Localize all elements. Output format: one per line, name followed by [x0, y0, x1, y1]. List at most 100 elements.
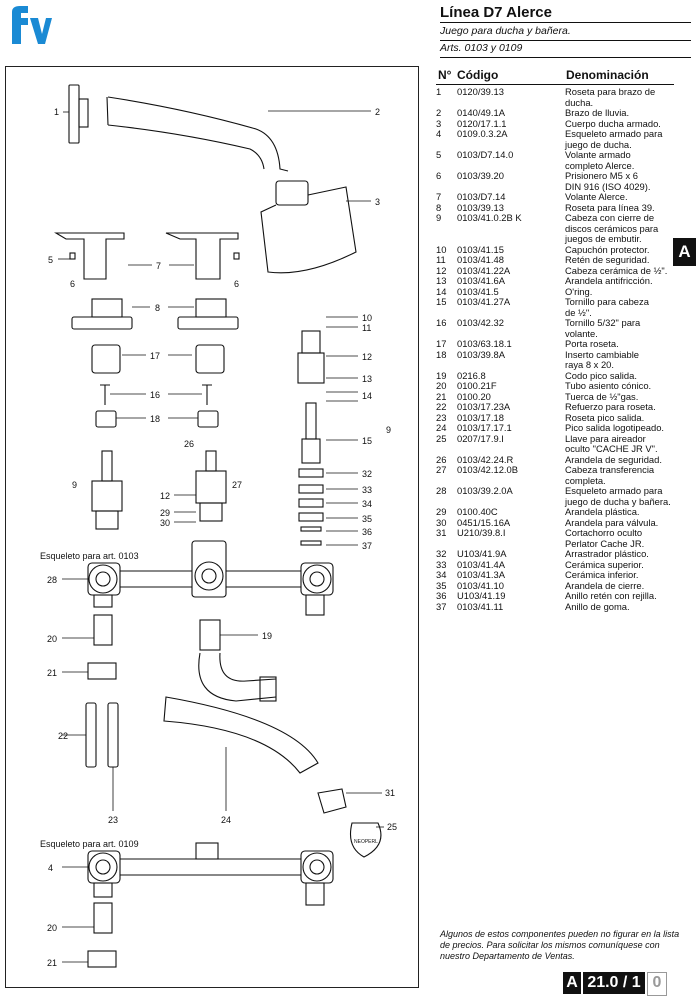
part-description: Pico salida logotipeado.: [565, 422, 665, 433]
callout-13: 13: [362, 374, 372, 384]
callout-25: 25: [387, 822, 397, 832]
part-description: Tornillo 5/32" para volante.: [565, 317, 641, 339]
part-description: Capuchón protector.: [565, 243, 650, 255]
part-code: 0109.0.3.2A: [457, 128, 508, 139]
exploded-diagram: 1 2 3 4 5 6 6 7 8 9 9 10 11 12 12 13 14 …: [5, 66, 419, 988]
part-code: 0103/41.4A: [457, 558, 505, 570]
part-code: 0103/63.18.1: [457, 338, 512, 349]
callout-4: 4: [48, 863, 53, 873]
callout-16: 16: [150, 390, 160, 400]
part-number: 28: [436, 485, 447, 496]
callout-11: 11: [362, 323, 371, 333]
part-code: 0140/49.1A: [457, 107, 505, 118]
part-number: 10: [436, 243, 447, 255]
part-number: 23: [436, 411, 447, 423]
table-header-divider: [436, 84, 674, 85]
part-number: 35: [436, 579, 447, 591]
part-code: 0216.8: [457, 369, 486, 381]
part-description: Cabeza cerámica de ½".: [565, 264, 668, 276]
part-description: Codo pico salida.: [565, 369, 637, 381]
part-code: 0103/41.27A: [457, 296, 511, 307]
part-code: 0100.40C: [457, 506, 498, 517]
part-description: Refuerzo para roseta.: [565, 401, 656, 412]
callout-20-lower: 20: [47, 923, 57, 933]
callout-18: 18: [150, 414, 160, 424]
part-code: U103/41.19: [457, 590, 506, 601]
col-header-code: Código: [457, 68, 499, 82]
page-revision: 0: [647, 972, 667, 996]
part-code: 0103/41.5: [457, 285, 499, 297]
part-description: Arandela de seguridad.: [565, 453, 662, 465]
part-description: Roseta para brazo de ducha.: [565, 86, 656, 108]
callout-9-right: 9: [386, 425, 391, 435]
part-code: 0120/17.1.1: [457, 117, 507, 129]
callout-34: 34: [362, 499, 372, 509]
part-code: 0103/41.0.2B K: [457, 212, 522, 223]
part-number: 18: [436, 348, 447, 360]
part-code: 0103/17.23A: [457, 401, 511, 412]
part-number: 33: [436, 558, 447, 570]
page-section-letter: A: [563, 972, 581, 994]
price-list-note: Algunos de estos componentes pueden no f…: [440, 929, 680, 961]
part-number: 5: [436, 149, 442, 160]
part-description: Arandela para válvula.: [565, 516, 659, 528]
section-tab: A: [673, 238, 696, 266]
part-description: Cabeza transferencia completa.: [565, 464, 655, 486]
callout-21: 21: [47, 668, 57, 678]
skeleton-0103-caption: Esqueleto para art. 0103: [40, 551, 139, 561]
callout-27: 27: [232, 480, 242, 490]
part-number: 11: [436, 254, 446, 265]
table-row: 33 0103/41.4A Cerámica superior.: [436, 558, 674, 571]
part-number: 34: [436, 569, 447, 580]
callout-15: 15: [362, 436, 372, 446]
part-description: Tubo asiento cónico.: [565, 380, 652, 391]
part-number: 3: [436, 117, 442, 129]
part-code: 0103/41.15: [457, 243, 504, 255]
part-description: Prisionero M5 x 6 DIN 916 (ISO 4029).: [565, 170, 651, 192]
part-description: Anillo de goma.: [565, 600, 630, 612]
part-number: 36: [436, 590, 447, 601]
callout-24: 24: [221, 815, 231, 825]
part-description: Cabeza con cierre de discos cerámicos pa…: [565, 212, 659, 244]
part-description: Cortachorro oculto Perlator Cache JR.: [565, 527, 645, 549]
part-code: 0103/42.12.0B: [457, 464, 518, 475]
callout-33: 33: [362, 485, 372, 495]
part-number: 6: [436, 170, 442, 181]
part-description: Tuerca de ½"gas.: [565, 390, 639, 402]
part-number: 29: [436, 506, 447, 517]
callout-32: 32: [362, 469, 372, 479]
part-number: 12: [436, 264, 447, 276]
table-row: 3 0120/17.1.1 Cuerpo ducha armado.: [436, 117, 674, 130]
part-code: 0103/41.6A: [457, 275, 505, 286]
part-description: Volante armado completo Alerce.: [565, 149, 635, 171]
part-description: Roseta pico salida.: [565, 411, 645, 423]
part-description: Cerámica superior.: [565, 558, 644, 570]
part-description: Retén de seguridad.: [565, 254, 650, 265]
part-code: 0100.20: [457, 390, 491, 402]
callout-31: 31: [385, 788, 395, 798]
part-description: Arandela plástica.: [565, 506, 640, 517]
part-code: 0103/41.48: [457, 254, 504, 265]
part-description: Cuerpo ducha armado.: [565, 117, 661, 129]
part-number: 26: [436, 453, 447, 465]
part-number: 24: [436, 422, 447, 433]
callout-29: 29: [160, 508, 170, 518]
part-code: 0103/D7.14: [457, 191, 506, 202]
callout-7: 7: [156, 261, 161, 271]
part-number: 8: [436, 201, 442, 213]
callout-35: 35: [362, 514, 372, 524]
